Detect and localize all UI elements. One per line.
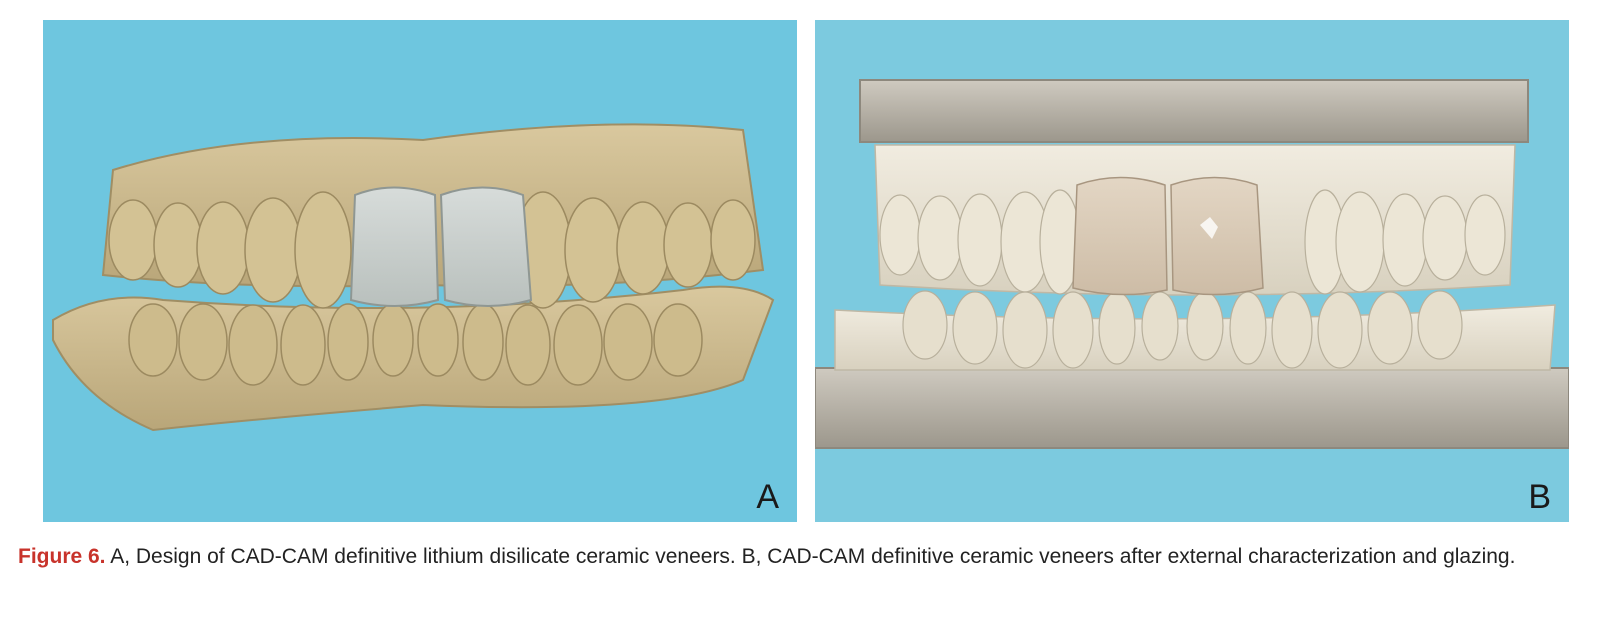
ceramic-veneers-photo — [815, 79, 1569, 449]
figure-label: Figure 6. — [18, 545, 106, 568]
figure-caption: Figure 6. A, Design of CAD-CAM definitiv… — [18, 540, 1578, 574]
panel-label-a: A — [756, 478, 779, 516]
cad-design-image — [52, 123, 775, 432]
panel-label-b: B — [1528, 478, 1551, 516]
ceramic-veneer-right — [1170, 176, 1264, 296]
figure-panel-a: A — [43, 20, 797, 522]
figure-panel-b: B — [815, 20, 1569, 522]
ceramic-veneer-left — [1072, 176, 1168, 296]
veneer-right — [439, 186, 533, 307]
caption-text: A, Design of CAD-CAM definitive lithium … — [110, 545, 1516, 568]
veneer-left — [349, 186, 440, 307]
